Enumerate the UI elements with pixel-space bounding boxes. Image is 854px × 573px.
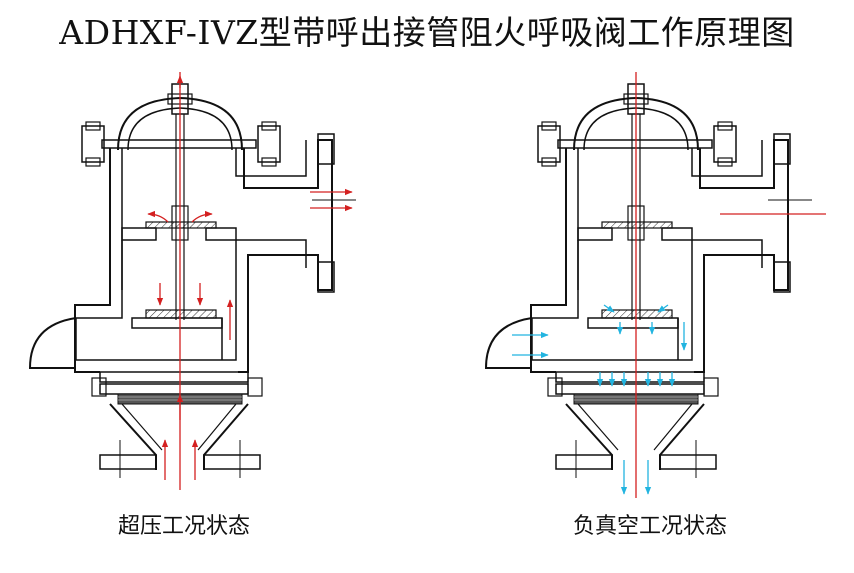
vacuum-state-valve (485, 83, 813, 479)
pressure-flow-arrows (147, 72, 353, 490)
diagram-title: ADHXF-IVZ型带呼出接管阻火呼吸阀工作原理图 (59, 13, 795, 52)
pressure-state-caption: 超压工况状态 (118, 514, 251, 539)
vacuum-state-caption: 负真空工况状态 (573, 514, 728, 539)
vacuum-flow-arrows (512, 72, 826, 498)
pressure-state-valve (29, 83, 357, 479)
